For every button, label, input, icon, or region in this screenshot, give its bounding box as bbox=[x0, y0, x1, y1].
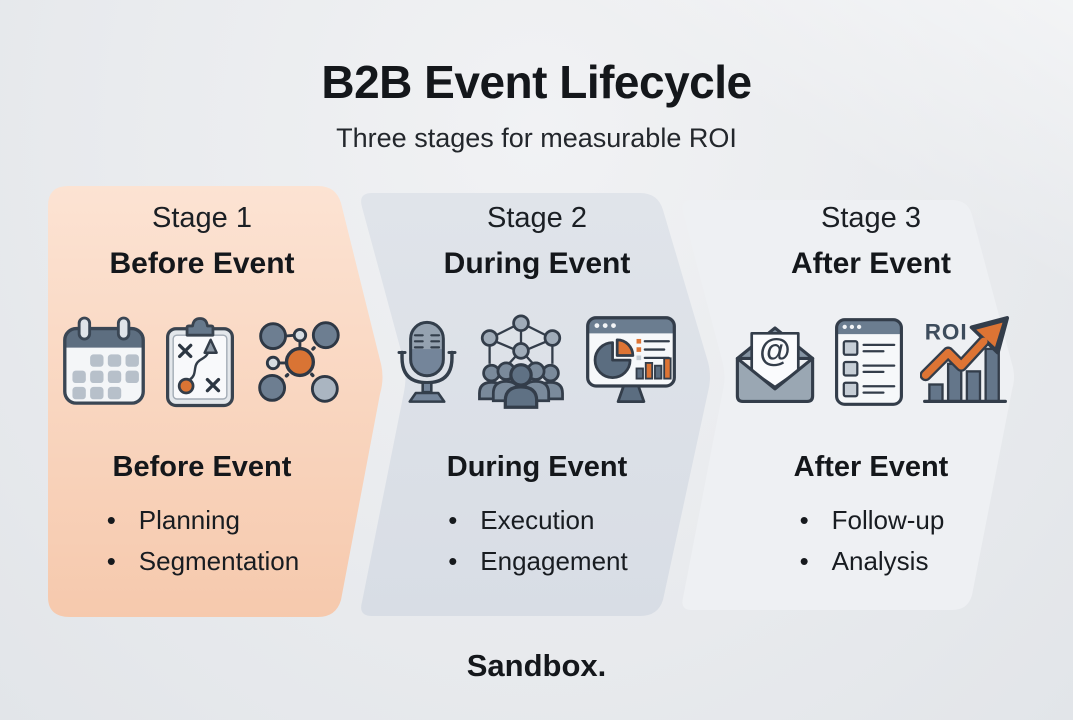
email-at-glyph: @ bbox=[759, 332, 790, 368]
stage-3-bullets: Follow-up Analysis bbox=[798, 500, 945, 582]
stage-2-repeat-name: During Event bbox=[446, 451, 628, 483]
analytics-monitor-icon bbox=[586, 316, 676, 404]
stage-3-label: Stage 3 bbox=[821, 202, 921, 234]
bullet-item: Analysis bbox=[798, 541, 945, 582]
stage-2-bullets: Execution Engagement bbox=[446, 500, 627, 582]
stage-3-icons: @ bbox=[705, 307, 1037, 417]
stage-1-name: Before Event bbox=[109, 247, 295, 280]
calendar-icon bbox=[63, 316, 145, 405]
page-subtitle: Three stages for measurable ROI bbox=[336, 123, 737, 153]
stage-3-name: After Event bbox=[790, 247, 952, 280]
audience-network-icon bbox=[478, 314, 564, 409]
bullet-item: Engagement bbox=[446, 541, 627, 582]
stage-1-label: Stage 1 bbox=[152, 202, 252, 234]
segmentation-network-icon bbox=[258, 321, 340, 403]
strategy-clipboard-icon bbox=[166, 317, 234, 408]
stage-3-column: Stage 3 After Event @ bbox=[705, 202, 1037, 582]
header: B2B Event Lifecycle Three stages for mea… bbox=[0, 0, 1073, 154]
stage-1-column: Stage 1 Before Event bbox=[36, 202, 368, 582]
stage-1-icons bbox=[36, 307, 368, 417]
bullet-item: Execution bbox=[446, 500, 627, 541]
bullet-item: Segmentation bbox=[105, 541, 299, 582]
roi-label: ROI bbox=[925, 320, 968, 345]
bullet-item: Follow-up bbox=[798, 500, 945, 541]
microphone-icon bbox=[397, 320, 457, 403]
stage-2-column: Stage 2 During Event bbox=[371, 202, 703, 582]
stage-2-label: Stage 2 bbox=[487, 202, 587, 234]
email-icon: @ bbox=[735, 326, 815, 403]
checklist-icon bbox=[835, 318, 903, 406]
brand-logo: Sandbox. bbox=[466, 648, 607, 683]
roi-growth-icon: ROI bbox=[920, 316, 1010, 404]
stage-1-repeat-name: Before Event bbox=[112, 451, 292, 483]
stage-1-bullets: Planning Segmentation bbox=[105, 500, 299, 582]
page-title: B2B Event Lifecycle bbox=[321, 56, 752, 108]
stage-2-icons bbox=[371, 307, 703, 417]
bullet-item: Planning bbox=[105, 500, 299, 541]
stage-2-name: During Event bbox=[443, 247, 631, 280]
stage-3-repeat-name: After Event bbox=[793, 451, 949, 483]
